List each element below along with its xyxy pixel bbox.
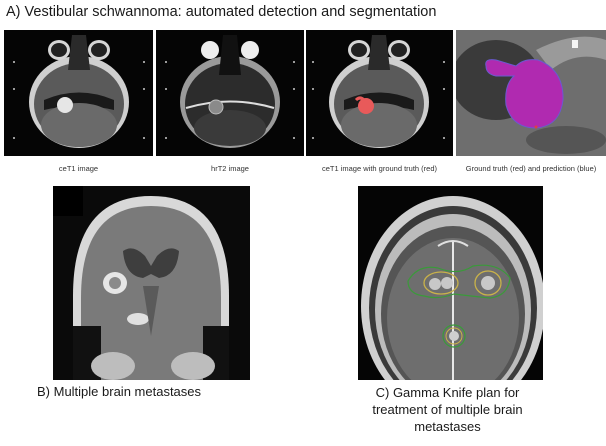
panel-a-cet1-ground-truth-image — [306, 30, 453, 156]
panel-c-gamma-knife-plan-image — [358, 186, 543, 380]
panel-c-caption-line-1: C) Gamma Knife plan for — [375, 385, 520, 400]
panel-b-coronal-mri-image — [53, 186, 250, 380]
panel-c-caption-line-3: metastases — [414, 419, 481, 434]
panel-a-segmentation-zoom-image — [456, 30, 606, 156]
panel-a-ground-truth-caption: ceT1 image with ground truth (red) — [321, 164, 438, 173]
panel-b-caption: B) Multiple brain metastases — [37, 384, 202, 399]
panel-a-hrt2-caption: hrT2 image — [211, 164, 249, 173]
panel-a-cet1-caption: ceT1 image — [58, 164, 99, 173]
panel-c-caption-line-2: treatment of multiple brain — [372, 402, 523, 417]
panel-a-hrt2-image — [156, 30, 304, 156]
panel-a-prediction-caption: Ground truth (red) and prediction (blue) — [465, 164, 597, 173]
panel-c-caption: C) Gamma Knife plan for treatment of mul… — [340, 384, 555, 435]
panel-a-cet1-image — [4, 30, 153, 156]
panel-a-title: A) Vestibular schwannoma: automated dete… — [6, 4, 437, 20]
